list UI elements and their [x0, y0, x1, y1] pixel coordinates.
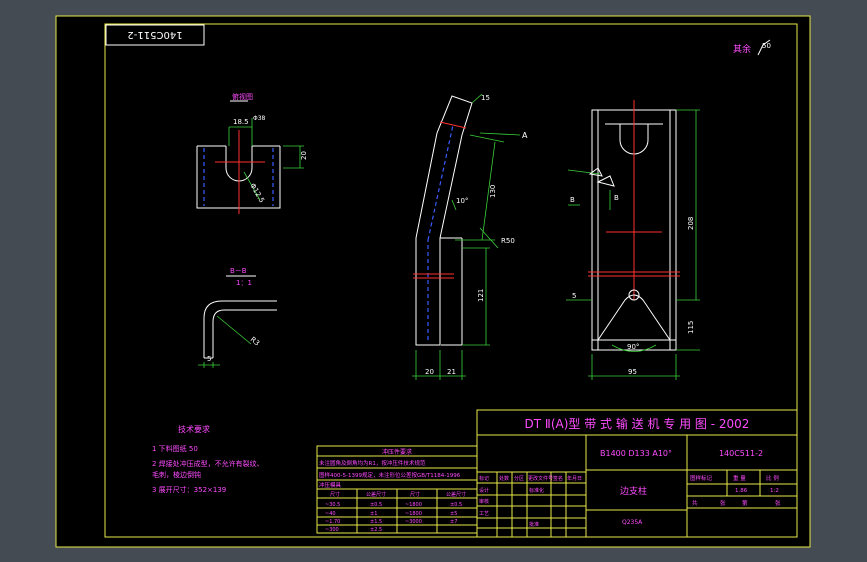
drawing-no: 140C511-2: [719, 449, 763, 458]
side-dim-3: 130: [489, 185, 497, 198]
corner-code: 140C511-2: [127, 29, 182, 40]
param-cell-2-1: ~40: [325, 511, 336, 517]
part-name: 边支柱: [620, 485, 647, 497]
param-cell-4-2: ±2.5: [370, 527, 382, 533]
front-view: B B 208 5 115 90° 95: [566, 100, 700, 380]
rev-head-6: 年月日: [567, 475, 582, 482]
param-row-1: 未注圆角及倒角均为R1，按冲压件技术规范: [319, 459, 426, 467]
dim-top-2: Φ38: [253, 115, 266, 122]
notes-title: 技术要求: [178, 424, 210, 434]
title-block: DT Ⅱ(A)型 带 式 输 送 机 专 用 图 - 2002 B1400 D1…: [476, 409, 798, 538]
param-head-2: 公差尺寸: [366, 491, 386, 498]
side-dim-4: 10°: [456, 197, 468, 205]
side-dim-6: 121: [477, 289, 485, 302]
rev-head-2: 处数: [499, 475, 509, 482]
role-5: 批准: [529, 521, 539, 528]
sheet-unit-2: 张: [775, 499, 781, 507]
param-cell-1-3: ~1800: [405, 502, 422, 508]
section-scale: 1：1: [236, 279, 252, 287]
role-4: 标准化: [529, 487, 544, 494]
drawing-sheet: [55, 15, 811, 548]
side-dim-7: 20: [425, 368, 434, 376]
side-dim-2: A: [522, 131, 528, 140]
rev-head-4: 更改文件号: [528, 475, 553, 482]
param-cell-2-4: ±5: [450, 511, 457, 517]
weight-value: 1.86: [735, 488, 748, 494]
param-cell-3-1: ~1.70: [325, 519, 340, 525]
front-dim-3: 115: [687, 321, 695, 334]
param-row-3: 冲压模具: [319, 481, 342, 489]
side-dim-1: 15: [481, 94, 490, 102]
roughness-label: 其余: [733, 43, 751, 55]
roughness-value: 50: [762, 42, 771, 50]
roughness-note: 其余 50: [733, 39, 771, 56]
top-view-label: 俯视图: [232, 92, 253, 101]
section-label: B－B: [230, 267, 247, 275]
top-view: 俯视图 18.5 Φ38 20 Φ12.5: [196, 92, 308, 214]
front-dim-5: 95: [628, 368, 637, 376]
param-cell-3-4: ±7: [450, 519, 457, 525]
weight-label: 重 量: [733, 474, 746, 482]
stage-label: 图样标记: [690, 474, 713, 482]
front-dim-4: 90°: [627, 343, 639, 351]
section-dim-1: 5: [207, 355, 211, 363]
scale-label: 比 例: [766, 474, 779, 482]
note-1: 1 下料图纸 50: [152, 444, 198, 453]
role-1: 设计: [479, 487, 489, 494]
param-cell-1-2: ±0.5: [370, 502, 382, 508]
param-cell-3-2: ±1.5: [370, 519, 382, 525]
dim-top-3: 20: [300, 151, 308, 160]
param-head-4: 公差尺寸: [446, 491, 466, 498]
note-2: 2 焊接处冲压成型，不允许有裂纹、: [152, 459, 264, 468]
side-dim-8: 21: [447, 368, 456, 376]
param-head-1: 尺寸: [330, 491, 340, 498]
sheet-total: 共: [692, 499, 698, 507]
dim-top-1: 18.5: [233, 118, 249, 126]
param-head-3: 尺寸: [410, 491, 420, 498]
spec: B1400 D133 A10°: [600, 449, 672, 458]
param-title: 冲压件要求: [382, 448, 412, 456]
front-dim-2: 5: [572, 292, 576, 300]
front-dim-b2: B: [614, 194, 619, 202]
sheet-no: 第: [742, 499, 748, 507]
sheet-unit-1: 张: [720, 499, 726, 507]
side-dim-5: R50: [501, 237, 515, 245]
drawing-border: [104, 23, 798, 538]
param-row-2: 图样400-5-1399规定，未注形位公差按GB/T1184-1996: [319, 471, 461, 479]
rev-head-3: 分区: [514, 475, 524, 482]
param-cell-2-2: ±1: [370, 511, 377, 517]
rev-head-5: 签名: [553, 475, 563, 482]
rev-head-1: 标记: [479, 475, 489, 482]
corner-code-box: 140C511-2: [105, 24, 205, 46]
side-view: 15 A 130 10° R50 121 20 21: [412, 93, 528, 380]
param-cell-1-4: ±0.5: [450, 502, 462, 508]
param-cell-1-1: ~30.5: [325, 502, 340, 508]
role-3: 工艺: [479, 511, 489, 517]
material: Q235A: [622, 519, 643, 526]
main-title: DT Ⅱ(A)型 带 式 输 送 机 专 用 图 - 2002: [525, 416, 750, 431]
role-2: 审核: [479, 498, 489, 505]
technical-notes: 技术要求 1 下料图纸 50 2 焊接处冲压成型，不允许有裂纹、 毛刺，棱边倒钝…: [152, 424, 264, 494]
scale-value: 1:2: [770, 488, 779, 494]
param-table: 冲压件要求 未注圆角及倒角均为R1，按冲压件技术规范 图样400-5-1399规…: [316, 445, 478, 534]
param-cell-3-3: ~3000: [405, 519, 422, 525]
note-4: 3 展开尺寸：352×139: [152, 485, 226, 494]
param-cell-2-3: ~1800: [405, 511, 422, 517]
param-cell-4-1: ~300: [325, 527, 339, 533]
front-dim-b1: B: [570, 196, 575, 204]
note-3: 毛刺，棱边倒钝: [152, 470, 201, 479]
front-dim-1: 208: [687, 217, 695, 230]
